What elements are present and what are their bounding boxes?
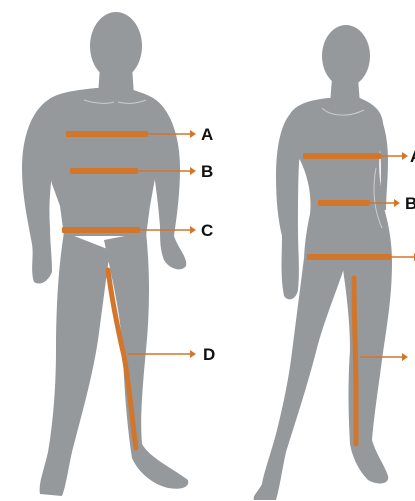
female-label-b: B — [405, 194, 415, 213]
female-pointer-c — [391, 253, 415, 261]
female-figure — [254, 25, 392, 500]
male-label-a: A — [201, 125, 213, 144]
male-torso — [41, 88, 162, 236]
female-head — [322, 25, 370, 87]
male-band-chest — [66, 131, 148, 137]
female-leg-right — [342, 262, 392, 483]
male-band-waist — [70, 168, 138, 174]
male-label-b: B — [201, 162, 213, 181]
male-arm-left — [22, 100, 56, 284]
male-arm-right — [150, 100, 186, 269]
male-figure — [22, 12, 188, 496]
female-band-inseam — [354, 278, 356, 444]
female-leg-left — [254, 258, 346, 500]
female-torso — [287, 98, 392, 262]
female-arm-left — [276, 114, 300, 299]
female-band-bust — [303, 153, 381, 159]
female-label-a: A — [410, 147, 415, 166]
female-band-hip — [307, 254, 391, 260]
male-leg-right — [104, 232, 188, 489]
male-band-hip — [62, 227, 140, 233]
male-label-d: D — [203, 345, 215, 364]
female-band-waist — [318, 200, 370, 206]
male-label-c: C — [201, 221, 213, 240]
